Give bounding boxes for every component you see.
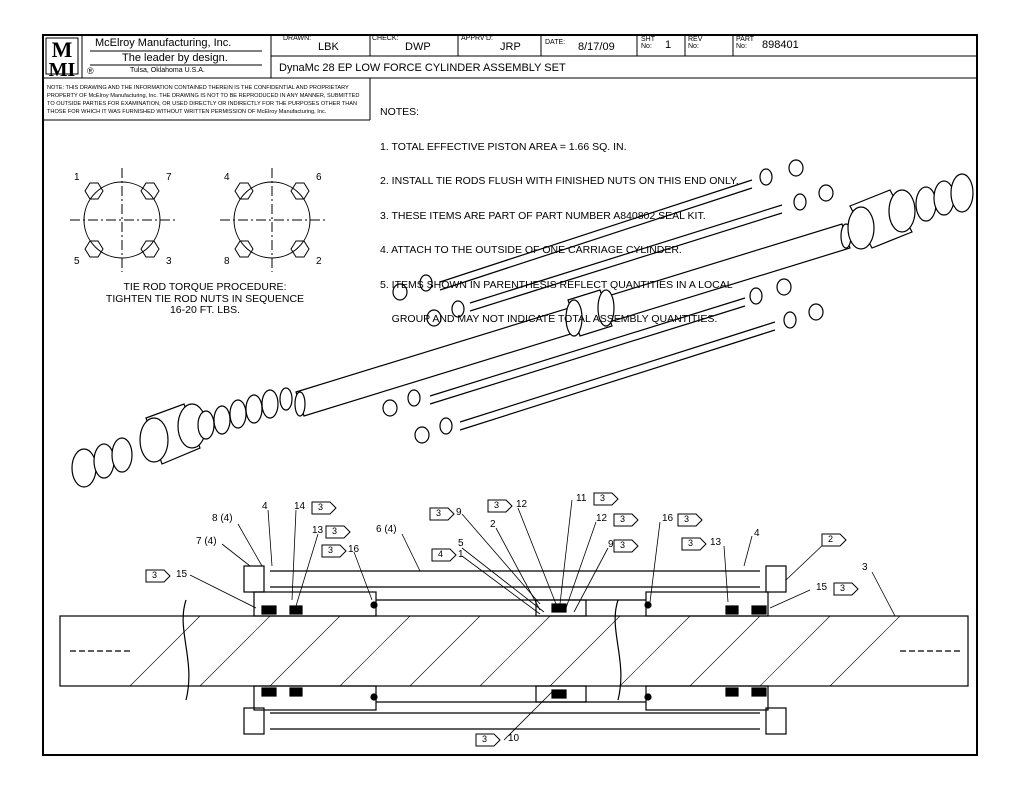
flag-3-h: 3 (620, 514, 626, 524)
callout-7: 7 (4) (196, 536, 217, 547)
callout-9-mid: 9 (608, 539, 614, 550)
note-4: 4. ATTACH TO THE OUTSIDE OF ONE CARRIAGE… (380, 244, 682, 256)
torque-procedure: TIE ROD TORQUE PROCEDURE: TIGHTEN TIE RO… (100, 281, 310, 317)
callout-2-center: 2 (490, 519, 496, 530)
flag-3-c: 3 (328, 545, 334, 555)
callout-16-right: 16 (662, 513, 674, 524)
torque-line3: 16-20 FT. LBS. (169, 304, 241, 316)
callout-4-left: 4 (262, 501, 268, 512)
check-label: CHECK: (372, 35, 399, 42)
callout-1: 1 (458, 549, 464, 560)
drawing-title: DynaMc 28 EP LOW FORCE CYLINDER ASSEMBLY… (279, 62, 566, 74)
date-value: 8/17/09 (578, 41, 615, 53)
sheet-label: SHT No: (641, 36, 655, 50)
callout-6: 6 (4) (376, 524, 397, 535)
flag-3-b: 3 (332, 526, 338, 536)
notes-heading: NOTES: (380, 106, 420, 118)
callout-10: 10 (508, 733, 520, 744)
callout-15-right: 15 (816, 582, 828, 593)
check-value: DWP (405, 41, 431, 53)
company-location: Tulsa, Oklahoma U.S.A. (130, 67, 205, 74)
callout-4-right: 4 (754, 528, 760, 539)
tie-rod-pattern-left (70, 168, 178, 272)
callout-13-left: 13 (312, 525, 324, 536)
mmi-logo: M MI (45, 37, 79, 81)
registered-mark: ® (87, 66, 94, 76)
company-slogan: The leader by design. (122, 52, 228, 64)
flag-3-k: 3 (688, 538, 694, 548)
callout-14: 14 (294, 501, 306, 512)
callout-5: 5 (458, 538, 464, 549)
callout-11: 11 (576, 493, 587, 504)
apprvd-value: JRP (500, 41, 521, 53)
callout-12-top: 12 (516, 499, 528, 510)
pattern-num-8: 8 (224, 256, 230, 267)
flag-2: 2 (828, 534, 834, 544)
note-2: 2. INSTALL TIE RODS FLUSH WITH FINISHED … (380, 175, 739, 187)
pattern-num-4: 4 (224, 172, 230, 183)
pattern-num-7: 7 (166, 172, 172, 183)
flag-3-d: 3 (152, 570, 158, 580)
pattern-num-3: 3 (166, 256, 172, 267)
drawn-label: DRAWN: (283, 35, 312, 42)
flag-3-a: 3 (318, 502, 324, 512)
svg-text:MI: MI (49, 59, 76, 81)
flag-3-m: 3 (482, 734, 488, 744)
date-label: DATE: (545, 39, 566, 46)
drawing-border (42, 34, 978, 756)
notes-block: NOTES: 1. TOTAL EFFECTIVE PISTON AREA = … (380, 84, 739, 337)
torque-title: TIE ROD TORQUE PROCEDURE: (123, 281, 287, 293)
flag-3-f: 3 (494, 500, 500, 510)
flag-3-i: 3 (620, 540, 626, 550)
tie-rod-pattern-right (220, 168, 328, 272)
callout-8: 8 (4) (212, 513, 233, 524)
callout-12-mid: 12 (596, 513, 608, 524)
section-view (59, 499, 969, 741)
flag-3-e: 3 (436, 508, 442, 518)
flag-4: 4 (438, 549, 444, 559)
note-5: 5. ITEMS SHOWN IN PARENTHESIS REFLECT QU… (380, 278, 733, 291)
sheet-value: 1 (665, 39, 672, 51)
rev-label: REV No: (688, 36, 703, 50)
callout-13-right: 13 (710, 537, 722, 548)
flag-3-j: 3 (684, 514, 690, 524)
apprvd-label: APPRV'D: (461, 35, 493, 42)
callout-16-left: 16 (348, 544, 360, 555)
callout-9-top: 9 (456, 507, 462, 518)
pattern-num-1: 1 (74, 172, 80, 183)
callout-3: 3 (862, 562, 868, 573)
torque-line2: TIGHTEN TIE ROD NUTS IN SEQUENCE (105, 292, 305, 305)
flag-3-g: 3 (600, 493, 606, 503)
note-3: 3. THESE ITEMS ARE PART OF PART NUMBER A… (380, 209, 706, 222)
flag-3-l: 3 (840, 583, 846, 593)
exploded-view (71, 159, 974, 488)
company-name: McElroy Manufacturing, Inc. (95, 37, 232, 49)
drawn-value: LBK (318, 41, 339, 53)
part-value: 898401 (762, 39, 799, 51)
callout-flags (145, 492, 859, 747)
note-5-cont: GROUP AND MAY NOT INDICATE TOTAL ASSEMBL… (380, 313, 718, 325)
note-1: 1. TOTAL EFFECTIVE PISTON AREA = 1.66 SQ… (380, 140, 627, 153)
part-label: PART No: (736, 36, 754, 50)
callout-15-left: 15 (176, 569, 188, 580)
pattern-num-2: 2 (316, 256, 322, 267)
pattern-num-5: 5 (74, 256, 80, 267)
pattern-num-6: 6 (316, 172, 322, 183)
svg-text:M: M (52, 37, 73, 62)
confidential-notice: NOTE: THIS DRAWING AND THE INFORMATION C… (47, 85, 360, 115)
